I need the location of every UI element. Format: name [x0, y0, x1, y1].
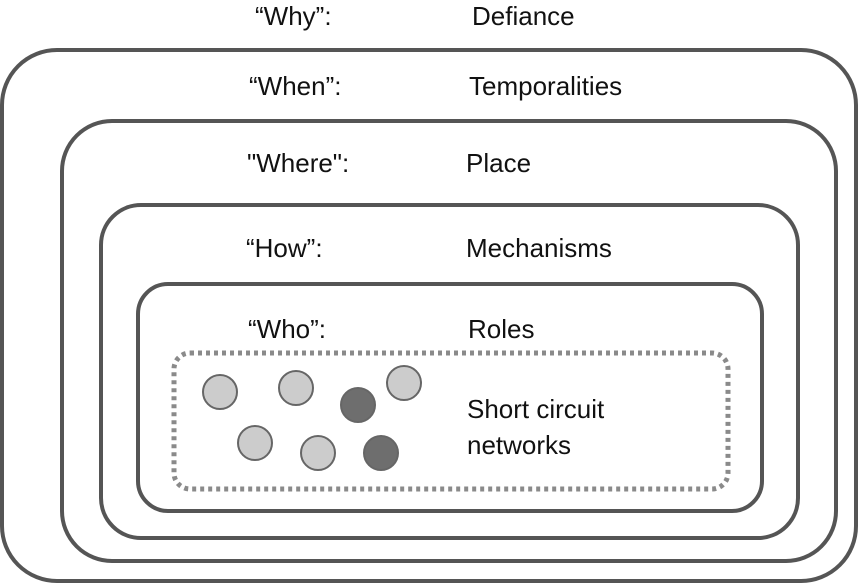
network-node-light	[386, 365, 422, 401]
why-answer-label: Defiance	[472, 1, 575, 31]
how-frame	[136, 282, 764, 513]
network-node-light	[237, 425, 273, 461]
why-frame	[0, 48, 858, 583]
network-node-dark	[340, 387, 376, 423]
network-label-line1: Short circuit	[467, 394, 605, 424]
where-question-label: "Where":	[247, 148, 349, 178]
network-label-line2: networks	[467, 430, 571, 460]
why-question-label: “Why”:	[255, 1, 332, 31]
when-question-label: “When”:	[249, 71, 341, 101]
where-answer-label: Place	[466, 148, 531, 178]
network-boundary	[171, 350, 731, 492]
when-frame	[60, 119, 838, 563]
how-question-label: “How”:	[246, 233, 323, 263]
how-answer-label: Mechanisms	[466, 233, 612, 263]
network-node-dark	[363, 435, 399, 471]
who-question-label: “Who”:	[248, 314, 326, 344]
network-node-light	[202, 374, 238, 410]
network-node-light	[300, 435, 336, 471]
where-frame	[99, 203, 800, 540]
network-node-light	[278, 370, 314, 406]
who-answer-label: Roles	[468, 314, 534, 344]
when-answer-label: Temporalities	[469, 71, 622, 101]
